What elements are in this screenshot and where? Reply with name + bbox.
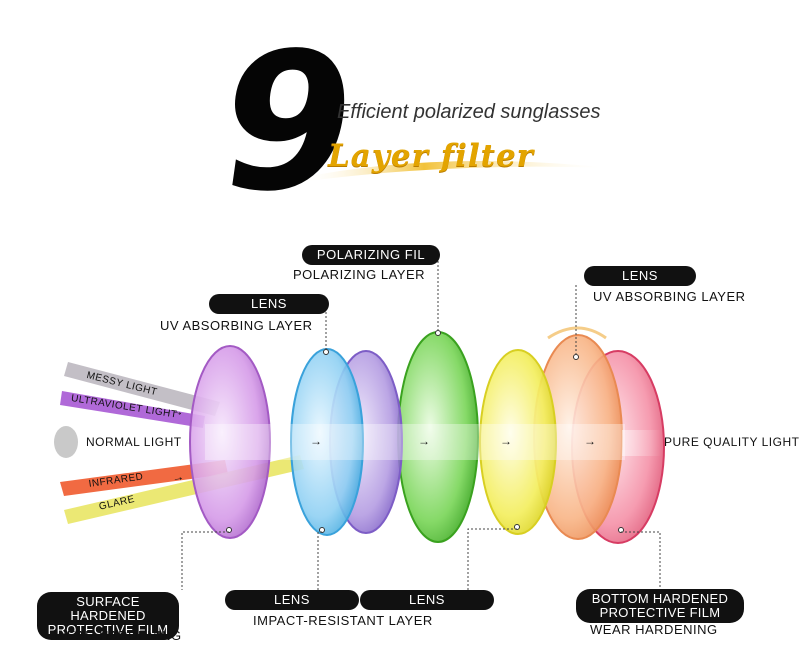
beam-infrared xyxy=(60,460,228,496)
callout-bottom-hardened-line2: PROTECTIVE FILM xyxy=(599,605,721,620)
callout-surface-hardened-line2: PROTECTIVE FILM xyxy=(47,622,169,637)
output-beam xyxy=(622,430,662,456)
callout-bottom-hardened-line1: BOTTOM HARDENED xyxy=(591,591,729,606)
normal-light-disc xyxy=(54,426,78,458)
callout-bottom-hardened-caption: WEAR HARDENING xyxy=(590,622,718,637)
callout-lens-bottom-tag: LENS xyxy=(360,590,494,610)
callout-lens-uv-left-caption: UV ABSORBING LAYER xyxy=(160,318,313,333)
header-title: Layer filter xyxy=(328,138,535,174)
callout-surface-hardened-line1: SURFACE HARDENED xyxy=(70,594,146,623)
arrow-icon: → xyxy=(584,434,597,448)
header-swoosh xyxy=(300,160,610,182)
lens-purple xyxy=(189,345,271,539)
callout-lens-uv-right-tag: LENS xyxy=(584,266,696,286)
header-tagline: Efficient polarized sunglasses xyxy=(337,101,601,123)
callout-lens-uv-right-caption: UV ABSORBING LAYER xyxy=(593,289,746,304)
callout-lens-impact-tag: LENS xyxy=(225,590,359,610)
beam-messy-light xyxy=(64,362,220,416)
lens-blue xyxy=(290,348,364,536)
callout-polarizing-caption: POLARIZING LAYER xyxy=(293,267,426,282)
callout-surface-hardened-caption: WEAR HARDENING xyxy=(54,628,182,643)
arrow-icon: → xyxy=(170,469,186,485)
callout-bottom-hardened-tag: BOTTOM HARDENED PROTECTIVE FILM xyxy=(576,589,744,623)
arrow-icon: → xyxy=(418,434,431,448)
callout-polarizing-tag: POLARIZING FIL xyxy=(302,245,440,265)
label-normal-light: NORMAL LIGHT xyxy=(86,435,182,449)
leader-lines xyxy=(181,255,661,590)
lens-yellow xyxy=(479,349,557,535)
transmitted-beam xyxy=(205,424,625,460)
arrow-icon: → xyxy=(310,434,323,448)
callout-lens-impact-caption: IMPACT-RESISTANT LAYER xyxy=(253,613,433,628)
callout-lens-uv-left-tag: LENS xyxy=(209,294,329,314)
callout-surface-hardened-tag: SURFACE HARDENED PROTECTIVE FILM xyxy=(37,592,179,640)
beam-ultraviolet-light xyxy=(60,391,205,428)
arrow-icon: → xyxy=(500,434,513,448)
label-pure-quality-light: PURE QUALITY LIGHT xyxy=(664,435,800,449)
callout-dots xyxy=(226,330,624,533)
